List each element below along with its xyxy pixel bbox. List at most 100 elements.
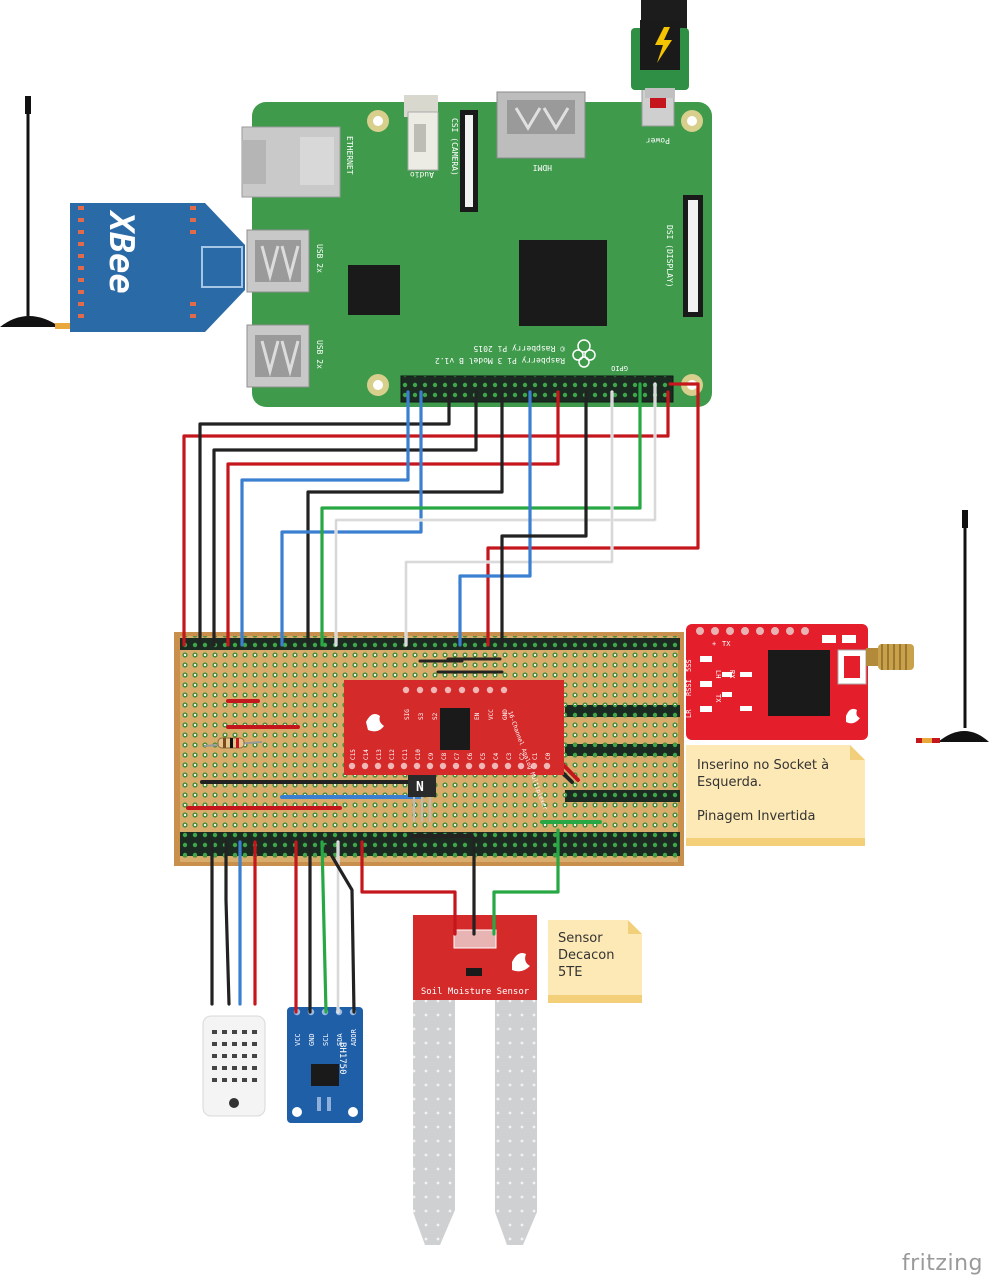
radio-flame-icon: [846, 708, 860, 724]
gpio-header: [401, 376, 673, 402]
mux-pin-pad: [517, 762, 525, 770]
wire: [324, 844, 356, 1014]
xbee-module: XBee: [70, 203, 245, 332]
lightning-icon: [655, 27, 672, 63]
wire: [320, 382, 642, 647]
mux-pin-pad: [400, 762, 408, 770]
mux-pin-pad: [402, 686, 410, 694]
bh1750-pin-label: GND: [308, 1033, 316, 1046]
audio-label: Audio: [410, 170, 434, 179]
sparkfun-flame-icon: [366, 714, 384, 732]
mux-pin-pad: [439, 762, 447, 770]
wire-group: [182, 382, 700, 1014]
pi-copyright-label: © Raspberry Pi 2015: [473, 344, 565, 353]
mux-pin-label: C6: [467, 752, 474, 760]
pi-model-label: Raspberry Pi 3 Model B v1.2: [435, 356, 565, 365]
usb-label-lower: USB 2x: [315, 340, 324, 369]
ethernet-label: ETHERNET: [345, 136, 354, 175]
fritzing-watermark: fritzing: [901, 1251, 983, 1276]
radio-label: 5SS: [685, 659, 693, 672]
wire: [500, 390, 588, 647]
xbee-logo: XBee: [101, 209, 141, 294]
mux-pin-pad: [530, 762, 538, 770]
mux-pin-pad: [374, 762, 382, 770]
mux-pin-label: C5: [480, 752, 487, 760]
bh1750-pin-label: SCL: [322, 1033, 330, 1046]
wire: [320, 840, 328, 1014]
mux-pin-pad: [472, 686, 480, 694]
gpio-label: GPIO: [611, 364, 628, 372]
mux-pin-pad: [413, 762, 421, 770]
wire: [240, 390, 410, 647]
hdmi-port: [496, 91, 586, 159]
sensor-note-line-2: Decacon: [558, 948, 615, 963]
svg-text:N: N: [416, 780, 424, 795]
sensor-note-text: Sensor Decacon 5TE: [558, 930, 638, 981]
dht-sensor: [202, 1015, 266, 1117]
usb-port-upper: [246, 229, 310, 293]
soil-sensor-label: Soil Moisture Sensor: [421, 987, 530, 997]
radio-chip: [768, 650, 830, 716]
radio-label: RX: [728, 670, 736, 679]
mux-pin-label: C9: [428, 752, 435, 760]
wire: [198, 390, 451, 647]
mounting-hole: [367, 374, 389, 396]
wire: [182, 390, 670, 647]
radio-note: [686, 745, 865, 846]
wire: [226, 390, 560, 647]
bh1750-pin-label: ADDR: [350, 1028, 358, 1046]
bh1750-pin-label: VCC: [294, 1033, 302, 1046]
radio-label: TX: [714, 694, 722, 703]
mux-pin-pad: [504, 762, 512, 770]
soil-flame-icon: [512, 953, 530, 972]
mux-pin-label: S2: [432, 712, 439, 720]
mux-pin-label: VCC: [488, 709, 495, 720]
mux-pin-label: EN: [474, 712, 481, 720]
ethernet-port: [241, 126, 341, 198]
mux-pin-label: C8: [441, 752, 448, 760]
soc-chip: [519, 240, 607, 326]
sensor-note-line-1: Sensor: [558, 931, 603, 946]
wire-outline: [335, 383, 656, 646]
display-label: DSI (DISPLAY): [665, 225, 674, 288]
mux-pin-pad: [500, 686, 508, 694]
wire: [212, 390, 478, 647]
wire: [224, 840, 231, 1006]
display-connector: [683, 195, 703, 317]
radio-note-line-1: Inserino no Socket à: [697, 758, 830, 773]
mux-pin-label: C1: [532, 752, 539, 760]
top-header: [180, 638, 680, 650]
mux-pin-label: GND: [502, 709, 509, 720]
radio-note-line-2: Esquerda.: [697, 775, 762, 790]
sma-connector: [866, 644, 914, 670]
mux-pin-pad: [416, 686, 424, 694]
mux-pin-pad: [348, 762, 356, 770]
radio-label: +: [712, 640, 716, 648]
side-header-3: [565, 790, 680, 802]
side-header-2: [565, 744, 680, 756]
mux-pin-pad: [465, 762, 473, 770]
mux-pin-pad: [458, 686, 466, 694]
power-label: Power: [646, 136, 670, 145]
radio-label: LH: [714, 670, 722, 678]
mux-pin-label: C13: [376, 749, 383, 760]
usb-controller-chip: [348, 265, 400, 315]
mux-pin-label: C15: [350, 749, 357, 760]
wire: [360, 840, 457, 936]
camera-label: CSI (CAMERA): [450, 118, 459, 176]
mux-pin-pad: [361, 762, 369, 770]
mux-pin-label: C4: [493, 752, 500, 760]
dc-power-jack: [631, 0, 689, 98]
raspberry-logo-icon: [572, 339, 596, 368]
mux-pin-pad: [543, 762, 551, 770]
hdmi-label: HDMI: [533, 163, 552, 172]
xbee-antenna: [0, 96, 75, 329]
wire: [458, 390, 532, 647]
mux-pin-pad: [486, 686, 494, 694]
side-header-1: [565, 705, 680, 717]
mux-pin-label: C12: [389, 749, 396, 760]
wire: [486, 382, 700, 647]
